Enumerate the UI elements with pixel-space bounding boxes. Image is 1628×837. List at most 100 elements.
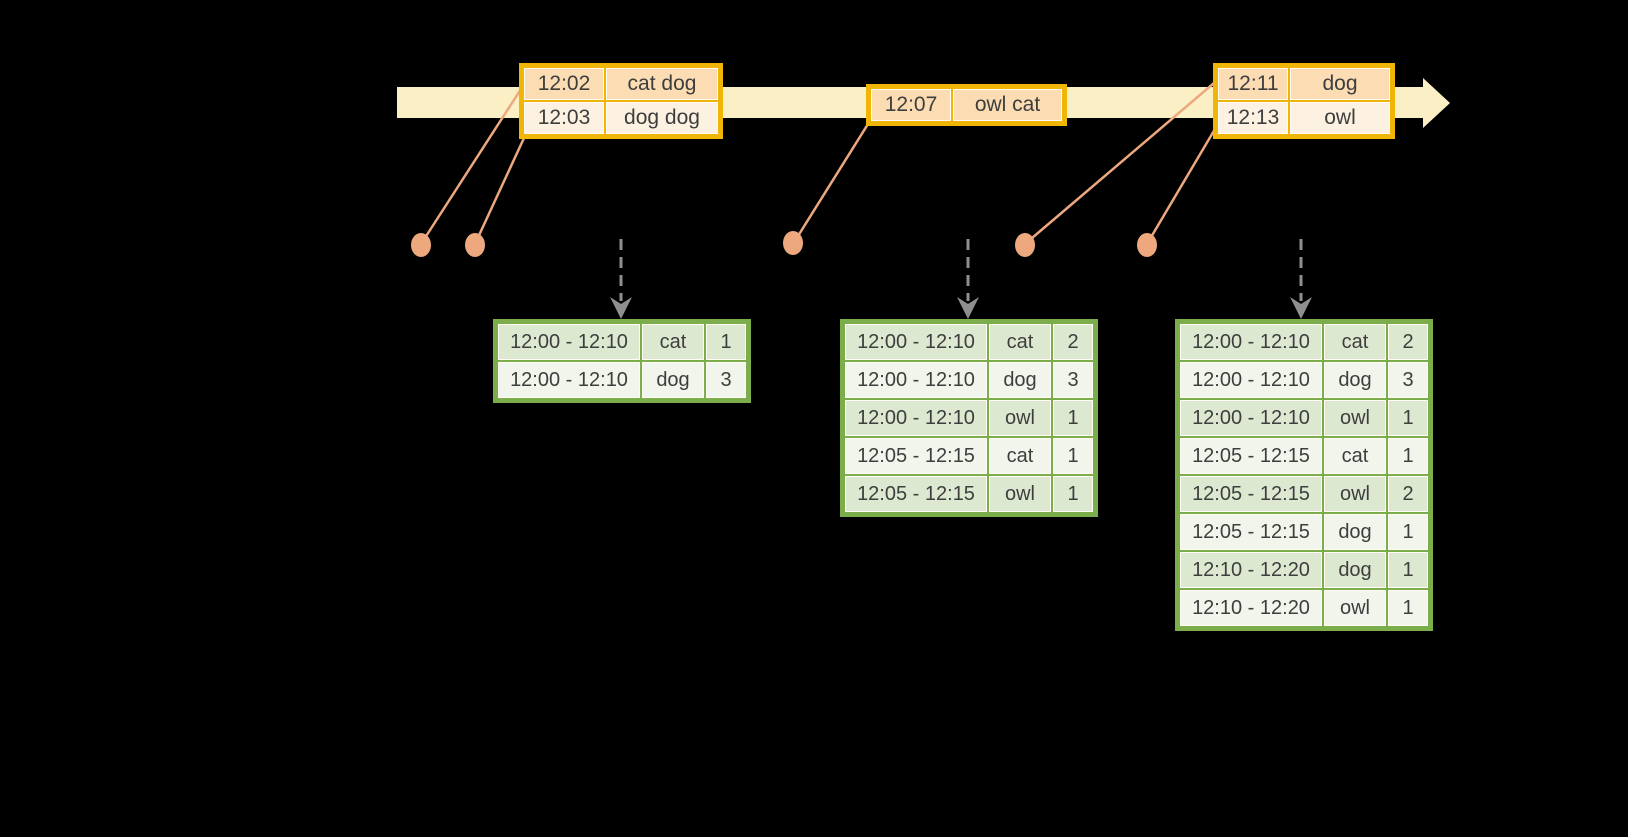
table-cell: cat (1324, 438, 1386, 474)
trigger-arrow-icon (957, 239, 979, 319)
table-cell: 3 (1053, 362, 1093, 398)
table-cell: 12:11 (1218, 68, 1288, 100)
table-cell: owl (1324, 400, 1386, 436)
table-cell: 1 (1388, 400, 1428, 436)
table-cell: dog (1324, 514, 1386, 550)
table-cell: dog (1290, 68, 1390, 100)
table-cell: 1 (1053, 400, 1093, 436)
table-cell: 2 (1388, 324, 1428, 360)
table-cell: 12:00 - 12:10 (1180, 400, 1322, 436)
table-cell: 1 (1388, 590, 1428, 626)
table-cell: cat dog (606, 68, 718, 100)
event-connector-line (1145, 128, 1217, 245)
event-connector-line (473, 137, 526, 245)
event-dot (411, 233, 431, 257)
table-cell: 12:13 (1218, 102, 1288, 134)
table-cell: 3 (1388, 362, 1428, 398)
table-cell: 12:05 - 12:15 (845, 438, 987, 474)
table-cell: 12:00 - 12:10 (1180, 362, 1322, 398)
table-cell: 1 (1388, 552, 1428, 588)
table-cell: cat (1324, 324, 1386, 360)
event-dot (465, 233, 485, 257)
table-cell: 12:05 - 12:15 (1180, 514, 1322, 550)
event-connector-lines (419, 82, 1217, 245)
table-cell: 12:10 - 12:20 (1180, 590, 1322, 626)
table-cell: 12:00 - 12:10 (1180, 324, 1322, 360)
event-dot (783, 231, 803, 255)
table-cell: dog (642, 362, 704, 398)
table-cell: owl (989, 476, 1051, 512)
event-connector-line (419, 88, 523, 245)
table-cell: owl cat (953, 89, 1062, 121)
table-cell: 12:00 - 12:10 (498, 324, 640, 360)
trigger-arrow-icon (1290, 239, 1312, 319)
table-cell: 1 (1388, 438, 1428, 474)
table-cell: 2 (1388, 476, 1428, 512)
event-dot (1137, 233, 1157, 257)
table-cell: 1 (1053, 476, 1093, 512)
trigger-arrow-icon (610, 239, 632, 319)
table-cell: 12:03 (524, 102, 604, 134)
table-cell: owl (1324, 590, 1386, 626)
table-cell: dog (1324, 552, 1386, 588)
table-cell: cat (989, 438, 1051, 474)
table-cell: 2 (1053, 324, 1093, 360)
event-connector-line (791, 123, 870, 245)
table-cell: 12:02 (524, 68, 604, 100)
table-cell: dog (1324, 362, 1386, 398)
table-cell: 12:10 - 12:20 (1180, 552, 1322, 588)
table-cell: owl (1290, 102, 1390, 134)
table-cell: 12:07 (871, 89, 951, 121)
table-cell: 12:00 - 12:10 (845, 400, 987, 436)
table-cell: cat (989, 324, 1051, 360)
table-cell: 3 (706, 362, 746, 398)
table-cell: 1 (1053, 438, 1093, 474)
table-cell: owl (989, 400, 1051, 436)
table-cell: 12:05 - 12:15 (1180, 438, 1322, 474)
table-cell: dog dog (606, 102, 718, 134)
table-cell: dog (989, 362, 1051, 398)
table-cell: 12:00 - 12:10 (845, 324, 987, 360)
table-cell: 1 (706, 324, 746, 360)
table-cell: 12:00 - 12:10 (498, 362, 640, 398)
event-dot (1015, 233, 1035, 257)
table-cell: owl (1324, 476, 1386, 512)
table-cell: 12:00 - 12:10 (845, 362, 987, 398)
table-cell: 12:05 - 12:15 (1180, 476, 1322, 512)
event-connector-line (1024, 82, 1215, 245)
table-cell: 12:05 - 12:15 (845, 476, 987, 512)
